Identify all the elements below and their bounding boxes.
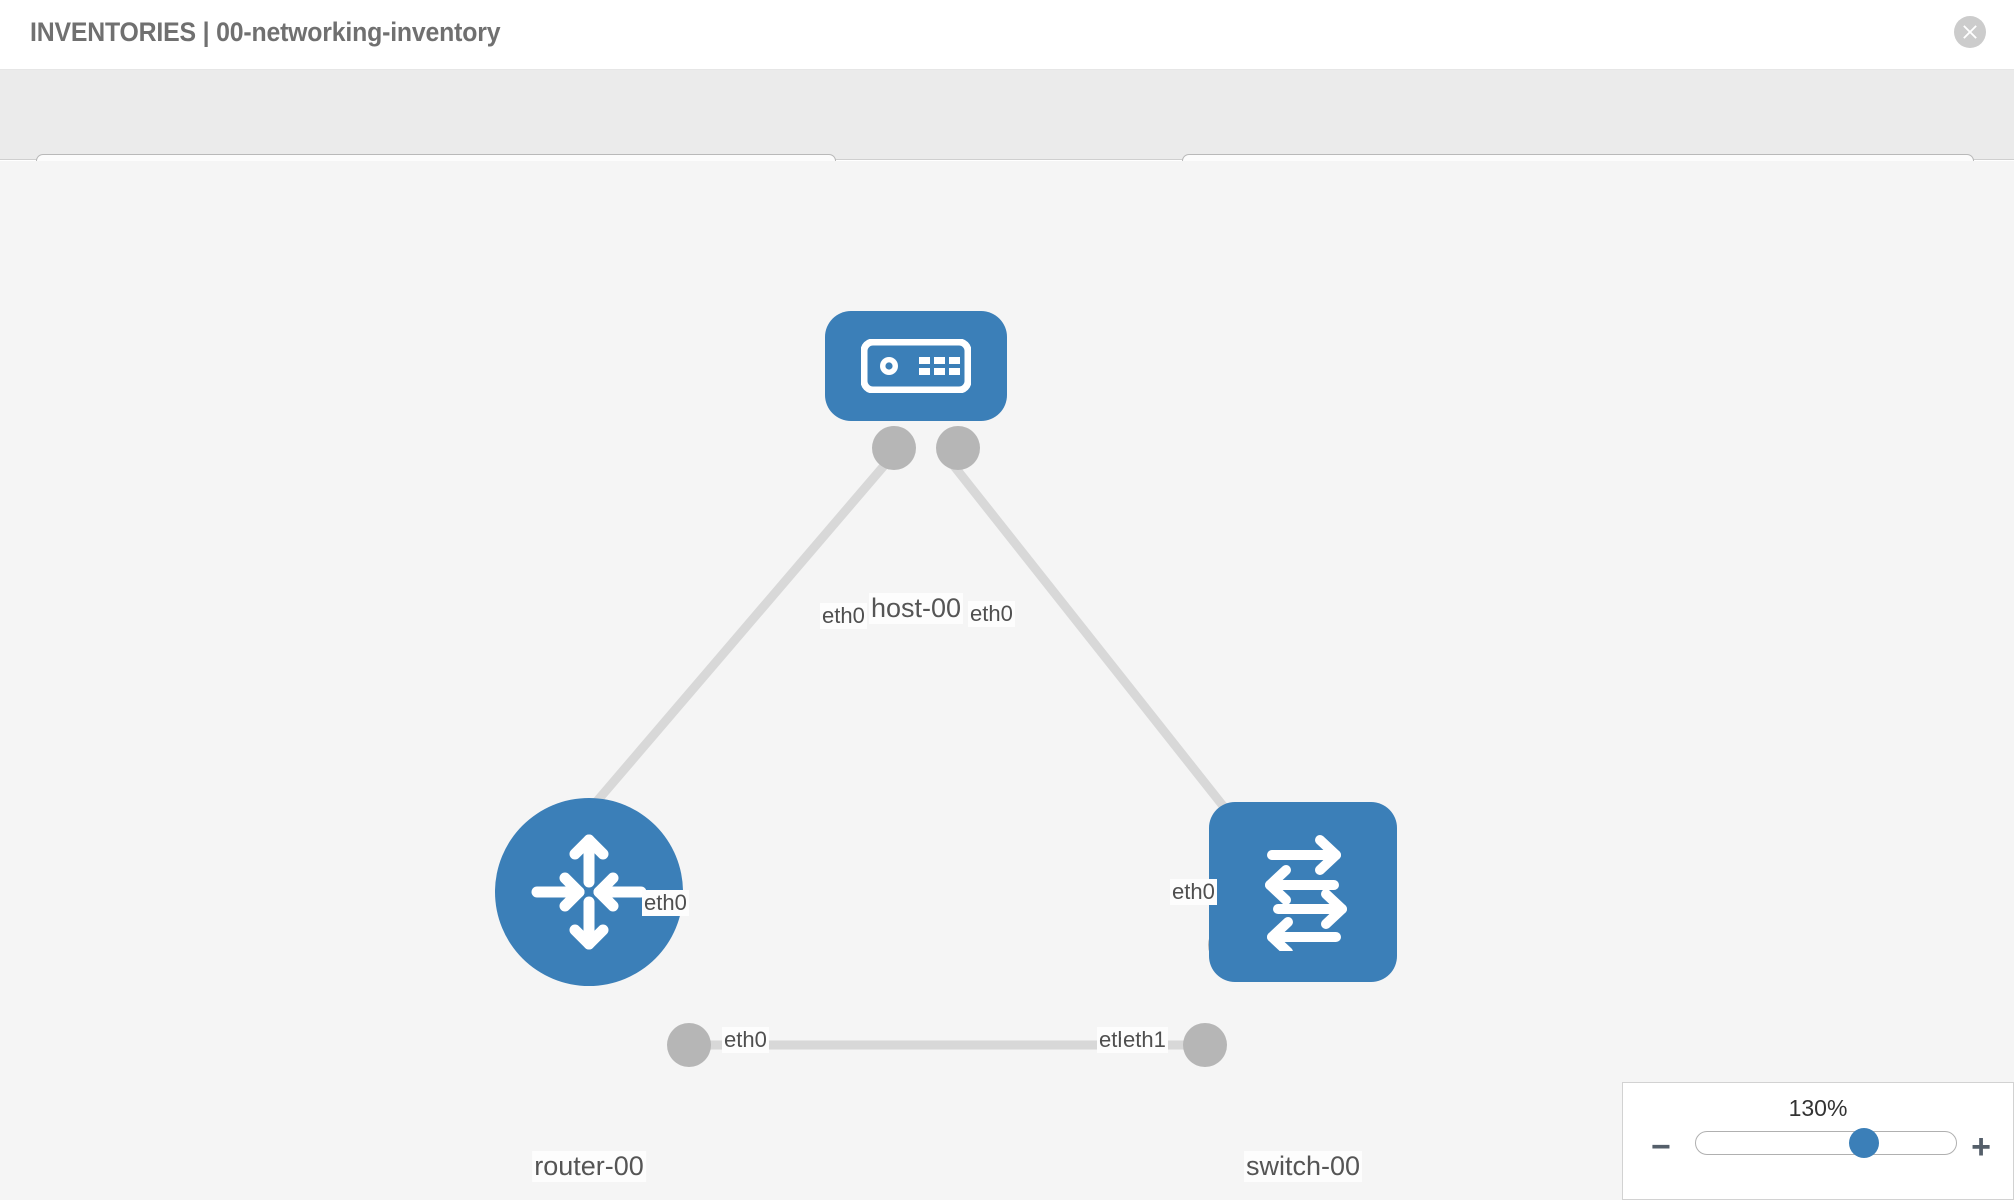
- page-header: INVENTORIES | 00-networking-inventory: [0, 0, 2014, 70]
- port-router-right[interactable]: [667, 1023, 711, 1067]
- toolbar: ACTIONS SEARCH: [0, 70, 2014, 210]
- node-switch-00[interactable]: [1209, 802, 1397, 982]
- port-host-left[interactable]: [872, 426, 916, 470]
- edge-label-host-left: eth0: [820, 603, 867, 629]
- zoom-panel: 130% − +: [1622, 1082, 2014, 1200]
- edge-label-router-right: eth0: [722, 1027, 769, 1053]
- close-button[interactable]: [1954, 16, 1986, 48]
- zoom-slider-thumb[interactable]: [1849, 1128, 1879, 1158]
- zoom-level-value: 130%: [1788, 1095, 1848, 1121]
- edge-label-router-up: eth0: [642, 890, 689, 916]
- router-arrows-icon: [531, 834, 647, 950]
- zoom-slider-track[interactable]: [1695, 1131, 1957, 1155]
- node-label-router-00: router-00: [532, 1151, 646, 1182]
- edge-label-switch-left-eth1: eth1: [1121, 1027, 1168, 1053]
- page-title: INVENTORIES | 00-networking-inventory: [30, 17, 501, 47]
- port-switch-left[interactable]: [1183, 1023, 1227, 1067]
- port-host-right[interactable]: [936, 426, 980, 470]
- node-label-host-00: host-00: [868, 593, 964, 624]
- node-label-switch-00: switch-00: [1243, 1151, 1363, 1182]
- switch-arrows-icon: [1265, 835, 1347, 951]
- topology-canvas[interactable]: eth0 eth0 eth0 eth0 eth0 eth eth1 host-0…: [0, 161, 2014, 1200]
- zoom-in-button[interactable]: +: [1971, 1128, 1991, 1166]
- edge-label-host-right: eth0: [968, 601, 1015, 627]
- topology-edges: [575, 456, 1240, 1050]
- close-icon: [1963, 25, 1977, 39]
- zoom-out-button[interactable]: −: [1651, 1128, 1671, 1166]
- edge-label-switch-up: eth0: [1170, 879, 1217, 905]
- server-icon: [861, 339, 971, 393]
- node-host-00[interactable]: [825, 311, 1007, 421]
